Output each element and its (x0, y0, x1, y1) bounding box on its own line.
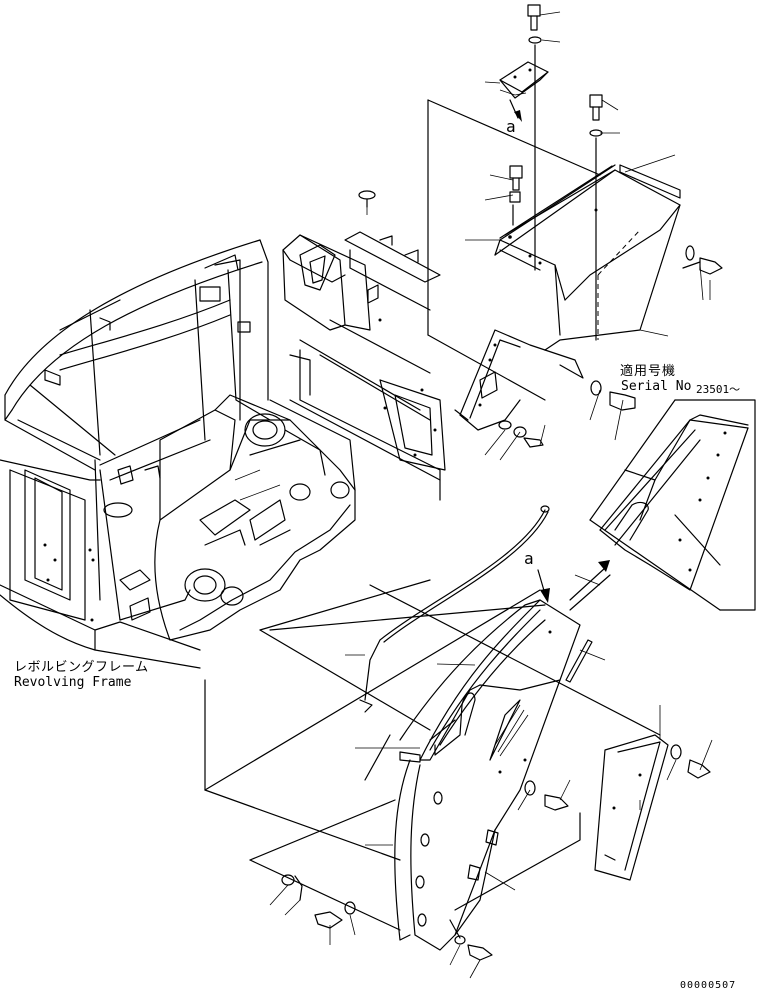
upper-bracket-assembly (282, 231, 446, 501)
applicable-units-label: 適用号機 (620, 364, 677, 379)
leader-lines (269, 11, 713, 979)
revolving-frame-label-en: Revolving Frame (14, 675, 132, 690)
serial-number-label: 23501～ (696, 383, 741, 396)
revolving-frame (0, 239, 356, 669)
fasteners (281, 4, 723, 961)
upper-cover (427, 99, 681, 431)
revolving-frame-label-jp: レボルビングフレーム (14, 660, 149, 675)
serial-prefix-label: Serial No (621, 379, 692, 394)
detail-view (569, 399, 756, 611)
callout-a-bottom: a (524, 549, 534, 568)
lower-side-cover (204, 505, 669, 951)
callout-a-top: a (506, 117, 516, 136)
top-bracket (499, 61, 549, 122)
drawing-number: 00000507 (680, 980, 737, 991)
